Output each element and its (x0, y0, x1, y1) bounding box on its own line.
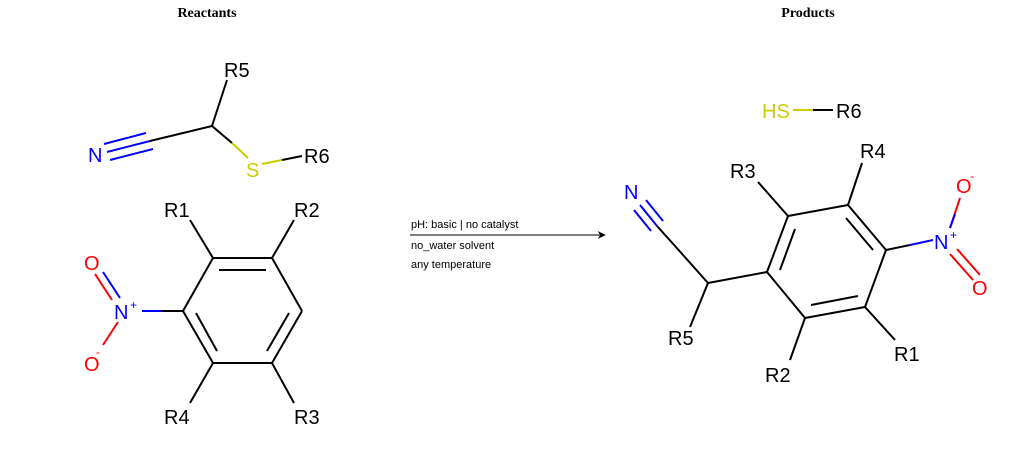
reactant-nitro-group (94, 271, 121, 346)
reactant-nitro-n-label: N (114, 302, 128, 324)
product-r2-label: R2 (765, 365, 791, 387)
condition-solvent: no_water solvent (411, 240, 495, 252)
reactant-r2-label: R2 (294, 200, 320, 222)
reactant-sulfur-label: S (246, 160, 259, 182)
reactant-nitrile-n-label: N (88, 145, 102, 167)
product-nitro-n-label: N (934, 232, 948, 254)
product-oxygen-charge: - (970, 169, 974, 183)
product-oxygen-single-label: O (956, 176, 972, 198)
product-r3-label: R3 (730, 161, 756, 183)
reactant-nitroarene (142, 219, 303, 404)
product-arene (674, 162, 934, 361)
reactant-r3-label: R3 (294, 407, 320, 429)
condition-ph-catalyst: pH: basic | no catalyst (411, 219, 519, 231)
product-r1-label: R1 (894, 344, 920, 366)
reactant-r6-label: R6 (304, 146, 330, 168)
reactants-title: Reactants (177, 6, 237, 21)
product-r5-label: R5 (668, 328, 694, 350)
reactant-oxygen-single-label: O (84, 354, 100, 376)
reactant-nitro-n-charge: + (130, 298, 137, 312)
products-title: Products (781, 6, 835, 21)
condition-temperature: any temperature (411, 259, 492, 271)
product-r4-label: R4 (860, 141, 886, 163)
product-hs-label: HS (762, 101, 790, 123)
reactant-r4-label: R4 (164, 407, 190, 429)
product-oxygen-double-label: O (972, 278, 988, 300)
reactant-nitrile-thioether (103, 79, 303, 165)
product-nitrile-triple-bond (633, 199, 676, 247)
reactant-r1-label: R1 (164, 200, 190, 222)
reactant-r5-label: R5 (224, 60, 250, 82)
product-nitrile-n-label: N (624, 182, 638, 204)
product-nitro-group (949, 197, 981, 281)
product-nitro-n-charge: + (950, 228, 957, 242)
product-r6-label: R6 (836, 101, 862, 123)
reactant-oxygen-double-label: O (84, 253, 100, 275)
reactant-oxygen-charge: - (96, 345, 100, 359)
